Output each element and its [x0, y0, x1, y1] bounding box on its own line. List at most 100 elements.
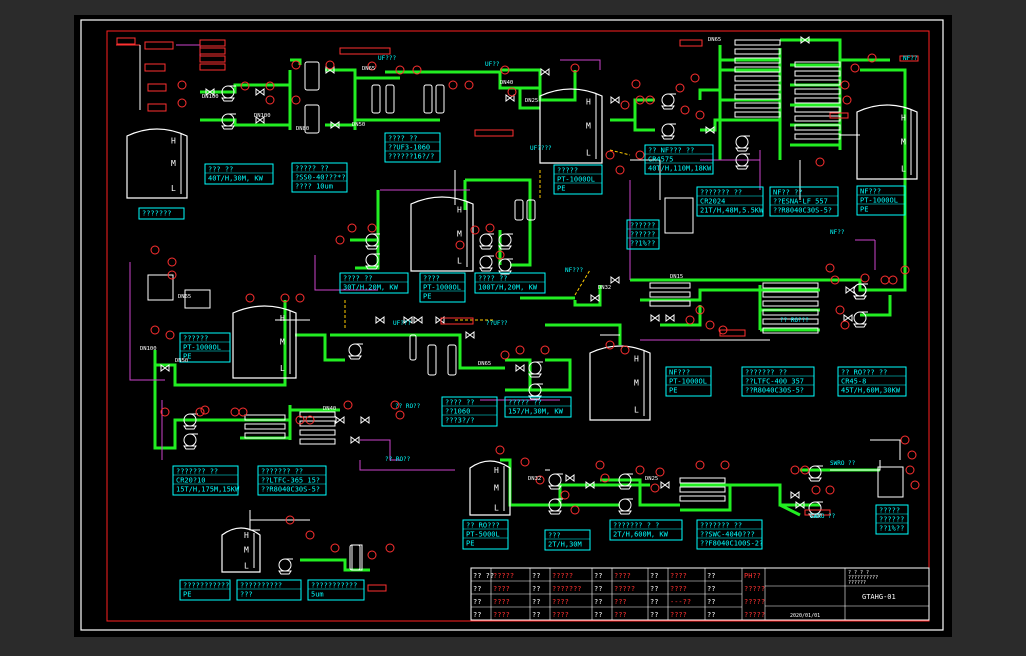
label-box-text: ??R8040C30S-5? — [745, 387, 804, 395]
label-box-frame — [462, 519, 509, 550]
filter-vessel — [514, 199, 524, 221]
label-box-frame — [769, 186, 839, 217]
level-label: L — [901, 165, 906, 174]
level-label: L — [586, 149, 591, 158]
membrane-element — [734, 102, 781, 109]
centrifugal-pump — [548, 498, 563, 515]
valve — [540, 68, 550, 76]
tank-body — [232, 305, 297, 379]
centrifugal-pump — [808, 501, 823, 518]
membrane-element — [734, 84, 781, 91]
instrument-bubble — [305, 415, 315, 425]
title-cell: ??????? — [552, 585, 582, 593]
instrument-bubble — [680, 105, 690, 115]
membrane-element — [244, 414, 286, 421]
membrane-element — [762, 309, 819, 316]
label-box-text: PT-1000OL — [860, 197, 898, 205]
centrifugal-pump — [618, 473, 633, 490]
membrane-element — [734, 93, 781, 100]
process-pipe — [860, 68, 907, 292]
vessel-body — [514, 199, 524, 221]
label-box-frame — [665, 366, 712, 397]
label-box-text: 40T/H,30M, KW — [208, 175, 264, 183]
tag-label — [199, 47, 226, 55]
valve — [403, 316, 413, 324]
level-label: L — [280, 364, 285, 373]
pump-base — [365, 245, 379, 250]
drawing-sheet — [74, 15, 952, 637]
membrane-element — [299, 438, 336, 445]
tag-label — [899, 55, 919, 62]
label-box-text: NF??? — [669, 369, 690, 377]
label-box-text: ?? RO??? — [466, 522, 500, 530]
membrane-element — [762, 327, 819, 334]
label-box-pump_2t: ???2T/H,30M — [544, 529, 591, 551]
membrane-element — [762, 318, 819, 325]
pipe-size-label: DN65 — [708, 37, 721, 43]
label-box-text: PT-1000OL — [669, 378, 707, 386]
pump-base — [548, 510, 562, 515]
instrument-bubble — [631, 79, 641, 89]
instrument-bubble — [595, 460, 605, 470]
label-box-text: NF?? ?? — [773, 189, 803, 197]
instrument-bubble — [280, 293, 290, 303]
instrument-tags — [116, 37, 920, 592]
dosing-tank — [184, 289, 211, 309]
instrument-bubble — [265, 95, 275, 105]
vessel-body — [409, 334, 417, 361]
ro-membrane-small — [649, 282, 691, 307]
instrument-bubble — [160, 407, 170, 417]
centrifugal-pump — [221, 113, 236, 130]
valve — [335, 416, 345, 424]
flow-label: SWRO ?? — [810, 513, 836, 520]
instrument-bubble — [600, 473, 610, 483]
process-pipe — [573, 285, 602, 307]
instrument-bubble — [520, 457, 530, 467]
instrument-bubble — [842, 95, 852, 105]
label-box-text: ?? RO??? ?? — [841, 369, 887, 377]
centrifugal-pump — [479, 233, 494, 250]
label-box-text: CR20?10 — [176, 477, 206, 485]
pump-base — [348, 355, 362, 360]
dosing-tank — [147, 274, 174, 301]
instrument-bubble — [620, 100, 630, 110]
pump-base — [479, 245, 493, 250]
label-box-text: 40T/H,110M,18KW — [648, 165, 712, 173]
valve — [705, 126, 715, 134]
outer-frame — [80, 19, 944, 631]
level-label: L — [494, 503, 499, 512]
label-box-text: PT-1000OL — [423, 284, 461, 292]
label-box-right_small: ?????????????1%?? — [875, 504, 909, 535]
membrane-element — [679, 495, 726, 502]
swro-membrane — [679, 477, 726, 502]
signal-line — [360, 439, 400, 461]
label-box-text: ??????????? — [183, 582, 229, 590]
label-box-frame — [856, 185, 906, 216]
pipe-size-label: DN25 — [525, 98, 538, 104]
filter-vessel — [427, 344, 437, 376]
label-box-text: ??R8040C30S-5? — [773, 207, 832, 215]
instrument-bubble — [880, 275, 890, 285]
label-box-uf1: ???? ????UF3-1060??????16?/? — [384, 132, 441, 163]
inner-border — [106, 30, 930, 622]
instrument-bubble — [675, 83, 685, 93]
label-box-text: 2T/H,30M — [548, 541, 582, 549]
label-box-text: ???? ?? — [445, 399, 475, 407]
label-box-text: ?????? — [879, 516, 904, 524]
level-label: L — [634, 406, 639, 415]
title-cell: ???? — [493, 585, 510, 593]
instrument-bubble — [815, 157, 825, 167]
level-label: M — [586, 122, 591, 131]
label-box-text: ???3?/? — [445, 417, 475, 425]
signal-line — [630, 159, 661, 200]
instrument-bubble — [570, 63, 580, 73]
membrane-element — [299, 411, 336, 418]
instrument-bubble — [705, 320, 715, 330]
tank-body — [410, 196, 474, 272]
instrument-bubble — [343, 400, 353, 410]
title-cell: ???? — [614, 572, 631, 580]
title-cell: ?? — [473, 598, 481, 606]
